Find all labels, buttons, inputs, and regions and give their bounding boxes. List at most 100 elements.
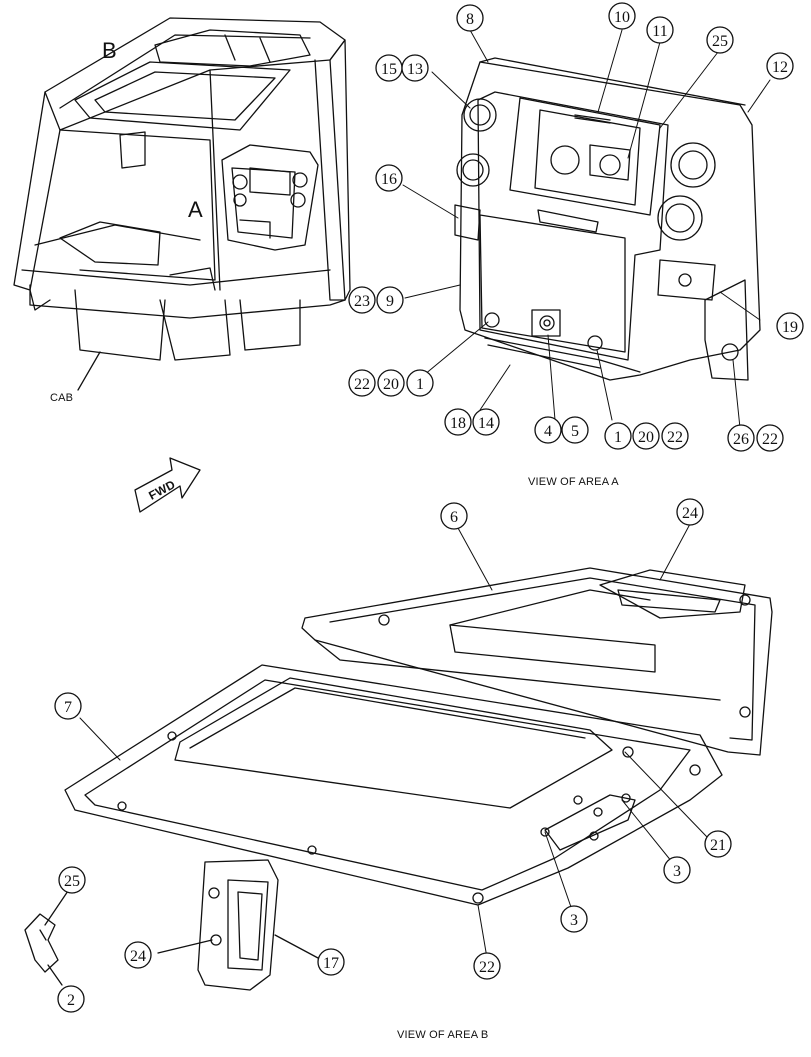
- callout-circle: [375, 164, 403, 192]
- callout-12: 12: [766, 52, 794, 80]
- fwd-arrow: [134, 457, 201, 513]
- callout-number: 13: [407, 61, 423, 78]
- callout-number: 24: [130, 948, 146, 965]
- callout-circle: [756, 424, 784, 452]
- callout-number: 10: [614, 9, 630, 26]
- callout-number: 20: [383, 376, 399, 393]
- callout-5: 5: [561, 416, 589, 444]
- callout-22d: 22: [473, 952, 501, 980]
- callout-number: 1: [614, 429, 622, 446]
- callout-23: 23: [348, 286, 376, 314]
- callout-number: 1: [416, 376, 424, 393]
- callout-3b: 3: [560, 905, 588, 933]
- callout-22a: 22: [348, 369, 376, 397]
- callout-number: 19: [782, 319, 798, 336]
- callout-circle: [401, 54, 429, 82]
- callout-number: 3: [673, 863, 681, 880]
- callout-number: 20: [638, 429, 654, 446]
- callout-18: 18: [444, 408, 472, 436]
- callout-number: 25: [64, 873, 80, 890]
- callout-number: 9: [386, 293, 394, 310]
- callout-24b: 24: [124, 941, 152, 969]
- callout-number: 22: [762, 431, 778, 448]
- callout-circle: [646, 16, 674, 44]
- callout-number: 23: [354, 293, 370, 310]
- callout-14: 14: [472, 408, 500, 436]
- callout-circle: [440, 502, 468, 530]
- callout-22b: 22: [661, 422, 689, 450]
- callout-25b: 25: [58, 866, 86, 894]
- callout-number: 8: [466, 11, 474, 28]
- callout-number: 14: [478, 415, 494, 432]
- callout-circle: [560, 905, 588, 933]
- callout-number: 12: [772, 59, 788, 76]
- callout-number: 24: [682, 505, 698, 522]
- callout-circle: [317, 948, 345, 976]
- console-assembly: [454, 57, 761, 381]
- callout-number: 6: [450, 509, 458, 526]
- callout-19: 19: [776, 312, 804, 340]
- callout-circle: [661, 422, 689, 450]
- callout-1b: 1: [604, 422, 632, 450]
- callout-number: 17: [323, 955, 339, 972]
- callout-number: 11: [652, 23, 667, 40]
- callout-1a: 1: [406, 369, 434, 397]
- callout-number: 7: [64, 699, 72, 716]
- callout-3a: 3: [663, 856, 691, 884]
- callout-11: 11: [646, 16, 674, 44]
- callout-number: 5: [571, 423, 579, 440]
- callout-circle: [704, 830, 732, 858]
- callout-20b: 20: [632, 422, 660, 450]
- callout-24a: 24: [676, 498, 704, 526]
- leaders-area-a: [402, 29, 771, 429]
- callout-number: 16: [381, 171, 397, 188]
- callout-21: 21: [704, 830, 732, 858]
- callout-number: 22: [354, 376, 370, 393]
- callout-circle: [766, 52, 794, 80]
- callout-number: 18: [450, 415, 466, 432]
- callout-10: 10: [608, 2, 636, 30]
- callout-number: 2: [67, 992, 75, 1009]
- callout-circle: [676, 498, 704, 526]
- callout-25a: 25: [706, 26, 734, 54]
- callout-8: 8: [456, 4, 484, 32]
- callout-circle: [663, 856, 691, 884]
- callout-number: 4: [544, 423, 552, 440]
- callout-number: 21: [710, 837, 726, 854]
- callout-circle: [348, 369, 376, 397]
- callout-number: 3: [570, 912, 578, 929]
- callout-circle: [456, 4, 484, 32]
- callout-circle: [377, 369, 405, 397]
- clip-2: [24, 887, 71, 986]
- callout-6: 6: [440, 502, 468, 530]
- callout-circle: [706, 26, 734, 54]
- callout-number: 22: [667, 429, 683, 446]
- callout-17: 17: [317, 948, 345, 976]
- roof-panel-7: [64, 664, 723, 906]
- view-area-b-caption: VIEW OF AREA B: [397, 1029, 489, 1041]
- callout-circle: [604, 422, 632, 450]
- callout-number: 26: [733, 431, 749, 448]
- callout-circle: [58, 866, 86, 894]
- callout-number: 15: [381, 61, 397, 78]
- callout-circle: [124, 941, 152, 969]
- callout-2: 2: [57, 985, 85, 1013]
- callout-circle: [376, 286, 404, 314]
- callout-circle: [473, 952, 501, 980]
- callout-number: 25: [712, 33, 728, 50]
- callout-circle: [534, 416, 562, 444]
- callout-16: 16: [375, 164, 403, 192]
- leaders-area-b: [79, 523, 709, 959]
- callout-number: 22: [479, 959, 495, 976]
- callout-circle: [348, 286, 376, 314]
- callout-22c: 22: [756, 424, 784, 452]
- callout-circle: [444, 408, 472, 436]
- callout-13: 13: [401, 54, 429, 82]
- cab-assembly: [13, 17, 351, 391]
- callout-circle: [727, 424, 755, 452]
- callout-circle: [472, 408, 500, 436]
- callout-9: 9: [376, 286, 404, 314]
- switch-holder-17: [157, 859, 319, 991]
- callout-26: 26: [727, 424, 755, 452]
